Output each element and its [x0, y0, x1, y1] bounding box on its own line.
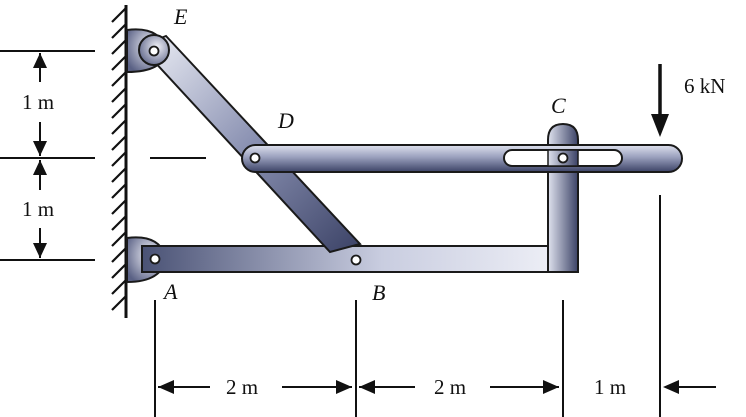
label-c: C — [551, 93, 566, 118]
label-d: D — [277, 108, 294, 133]
load-label: 6 kN — [684, 74, 725, 98]
member-ed — [138, 34, 362, 254]
dim-horizontal-ab: 2 m — [226, 375, 258, 399]
pin-e — [148, 45, 160, 57]
vertical-arrowheads — [33, 53, 47, 258]
dim-horizontal-bc: 2 m — [434, 375, 466, 399]
member-dc — [241, 144, 683, 173]
pin-c — [557, 152, 569, 164]
wall — [111, 5, 128, 318]
dim-vertical-lower: 1 m — [22, 197, 54, 221]
member-abc — [141, 122, 579, 273]
pin-d — [249, 152, 261, 164]
label-a: A — [162, 279, 178, 304]
pin-a — [149, 253, 161, 265]
horizontal-dimensions — [154, 195, 716, 417]
pin-b — [350, 254, 362, 266]
dim-horizontal-c-load: 1 m — [594, 375, 626, 399]
vertical-dimensions — [0, 50, 95, 261]
dim-vertical-upper: 1 m — [22, 90, 54, 114]
label-e: E — [173, 4, 188, 29]
label-b: B — [372, 280, 385, 305]
load-arrow — [651, 64, 669, 137]
horizontal-arrowheads — [158, 380, 679, 394]
